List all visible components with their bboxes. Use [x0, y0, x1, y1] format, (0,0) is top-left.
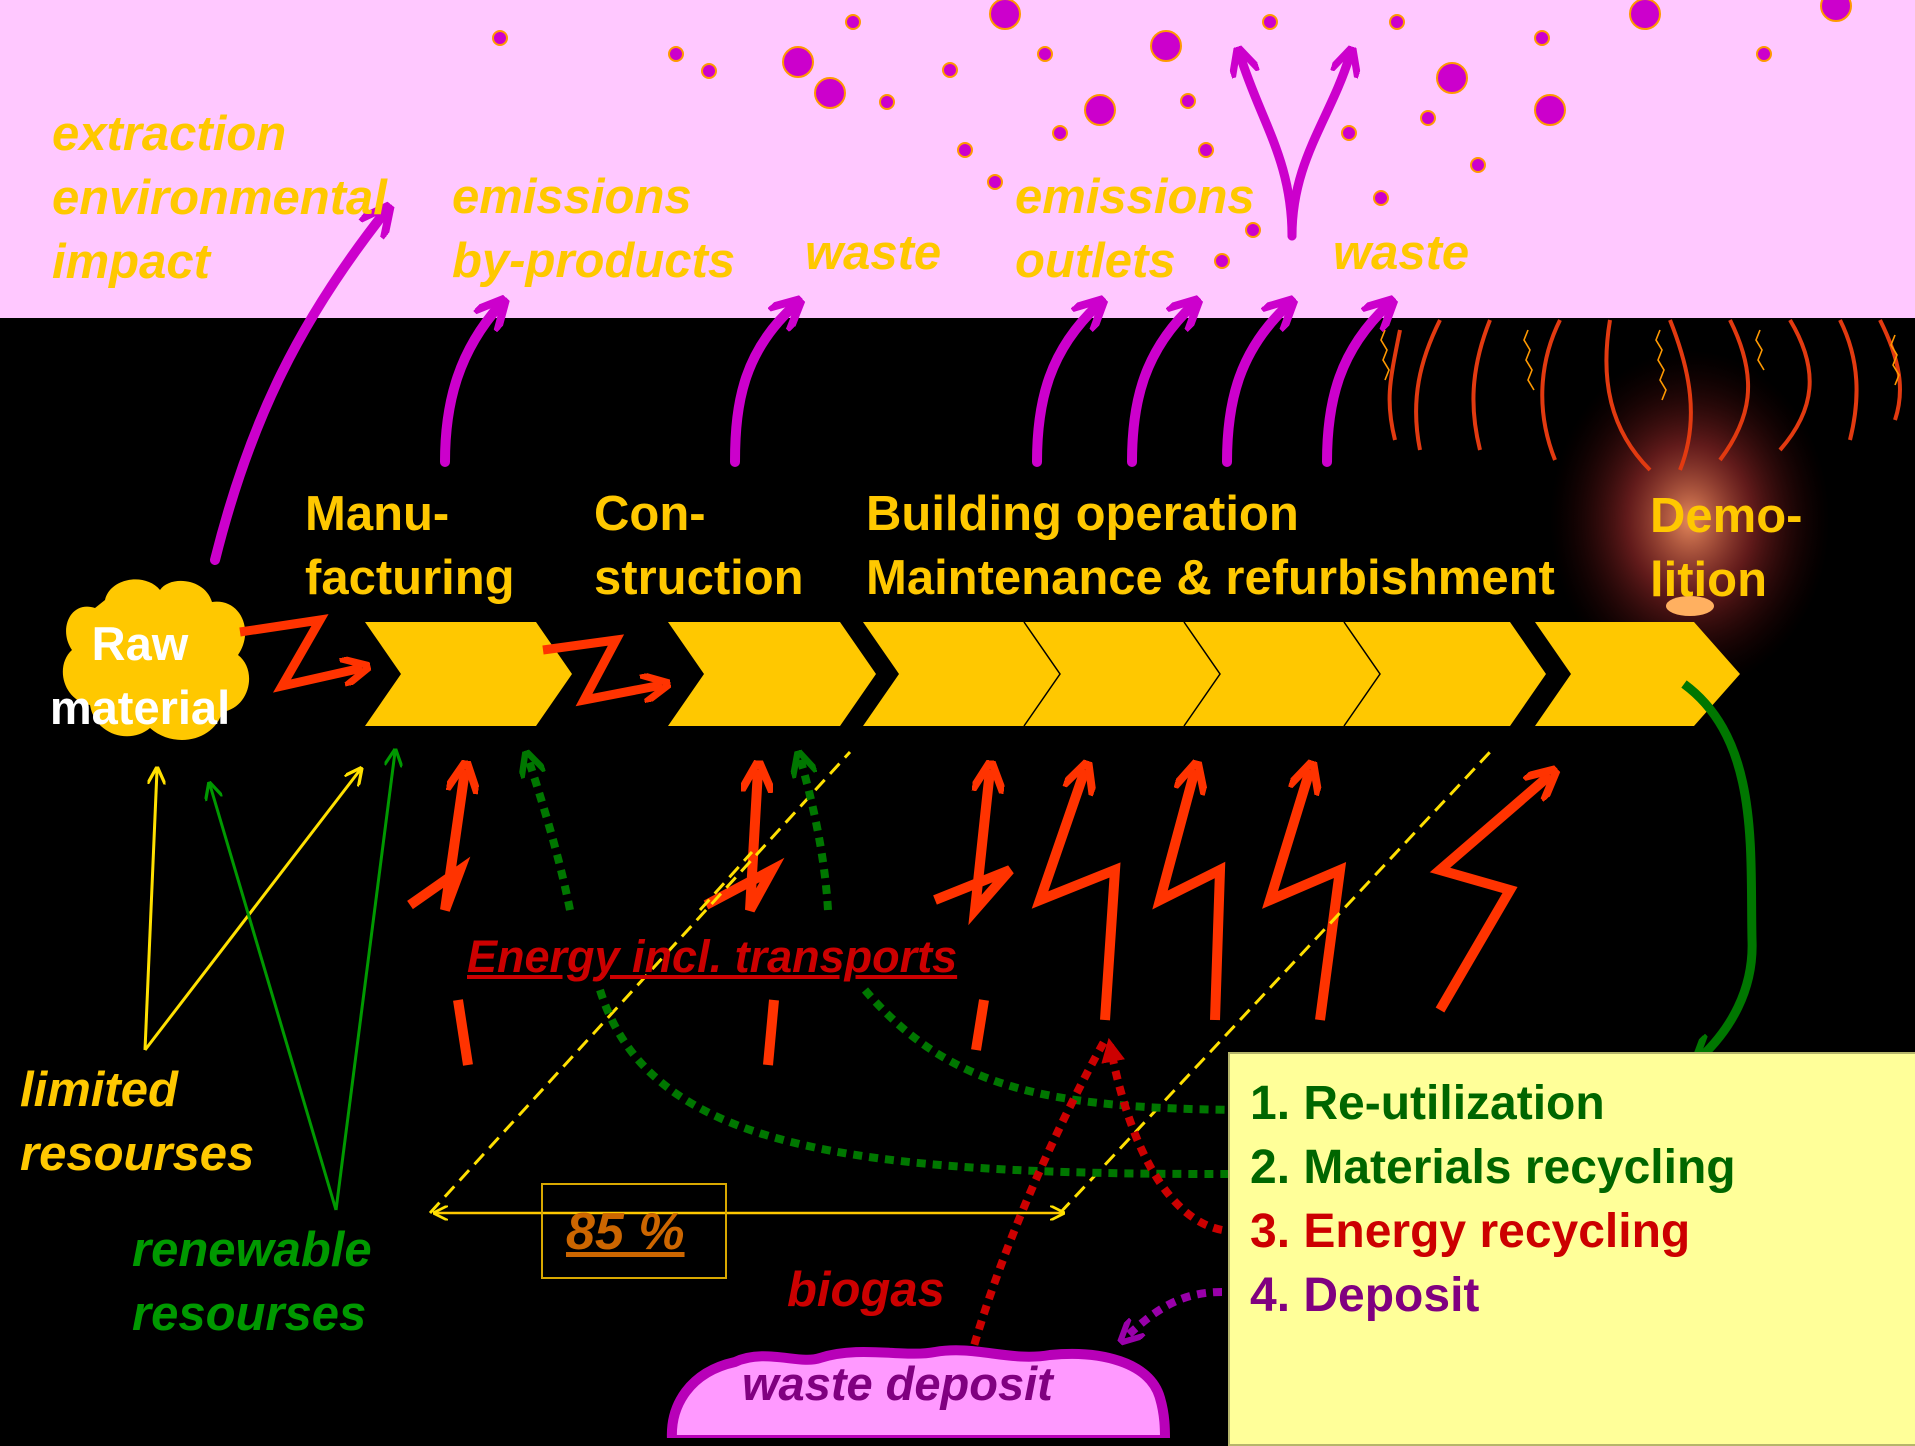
option-materials-recycling: 2. Materials recycling — [1250, 1140, 1736, 1195]
end-of-life-options-box — [1228, 1052, 1915, 1446]
waste-deposit-label: waste deposit — [742, 1357, 1053, 1410]
emission-particles — [492, 0, 1852, 269]
share-dashed-lines — [428, 750, 1492, 1215]
demolition-to-options-arrow — [1681, 680, 1757, 1058]
percent-label: 85 % — [566, 1203, 685, 1261]
stage-operation-label: Building operation Maintenance & refurbi… — [866, 487, 1555, 605]
option-energy-recycling: 3. Energy recycling — [1250, 1204, 1690, 1259]
deposit-arrow — [1125, 1288, 1223, 1338]
waste-deposit-mound — [666, 1345, 1170, 1438]
option-number: 2. — [1250, 1141, 1291, 1194]
biogas-label: biogas — [787, 1263, 945, 1317]
extraction-impact-label: extraction environmental impact — [52, 107, 387, 289]
recycling-dotted-arrows — [528, 758, 1241, 1179]
option-label: Materials recycling — [1303, 1141, 1736, 1194]
energy-transport-label: Energy incl. transports — [467, 931, 958, 982]
renewable-resources-label: renewable resourses — [132, 1223, 372, 1341]
option-deposit: 4. Deposit — [1250, 1268, 1479, 1323]
limited-resources-label: limited resourses — [20, 1063, 255, 1181]
emission-arrows — [210, 212, 1388, 565]
emission-outlet-y-arrow — [1240, 55, 1350, 241]
option-label: Re-utilization — [1303, 1077, 1605, 1130]
option-reutilization: 1. Re-utilization — [1250, 1076, 1605, 1131]
option-number: 1. — [1250, 1077, 1291, 1130]
raw-material-blob — [62, 579, 250, 740]
percent-box — [541, 1183, 727, 1279]
renewable-resource-arrows — [210, 752, 395, 1211]
stage-demolition-label: Demo- lition — [1650, 489, 1803, 607]
energy-recycling-dotted-arrows — [966, 1037, 1223, 1362]
option-label: Energy recycling — [1303, 1205, 1691, 1258]
demolition-fire-illustration — [1380, 318, 1902, 690]
option-label: Deposit — [1303, 1269, 1480, 1322]
emissions-byproducts-label: emissions by-products — [452, 170, 736, 288]
emissions-outlets-label: emissions outlets — [1015, 170, 1255, 288]
limited-resource-arrows — [143, 770, 360, 1051]
raw-material-label: Raw material — [49, 617, 231, 734]
stage-manufacturing-label: Manu- facturing — [305, 487, 515, 605]
option-number: 3. — [1250, 1205, 1291, 1258]
transport-arrows — [239, 614, 662, 707]
chevron-dividers — [1023, 621, 1381, 727]
stage-construction-label: Con- struction — [594, 487, 804, 605]
option-number: 4. — [1250, 1269, 1291, 1322]
energy-arrows — [407, 770, 1550, 1066]
life-cycle-chevrons — [365, 622, 1740, 726]
waste-label-1: waste — [805, 226, 942, 280]
environment-band — [0, 0, 1915, 318]
waste-label-2: waste — [1333, 226, 1470, 280]
